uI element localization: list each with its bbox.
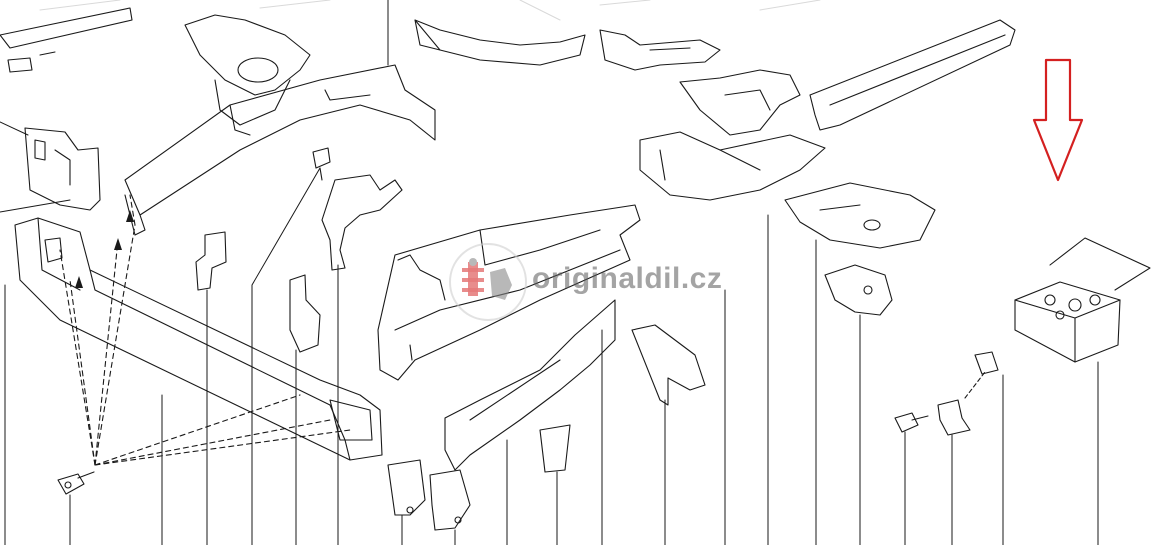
part-plate-right (429, 469, 471, 531)
part-center-frame-rail (377, 204, 641, 381)
part-small-bracket-b (289, 274, 321, 353)
part-bolt-left (57, 471, 95, 495)
assembly-dashed-lines (59, 194, 351, 466)
part-wheelarch-panel-lower (639, 131, 826, 201)
part-bolt-top (312, 147, 331, 181)
watermark-logo-icon (449, 243, 527, 321)
part-wheelarch-panel-top (414, 19, 586, 66)
part-clip-bolt (894, 412, 929, 433)
part-sill-rail (809, 19, 1016, 131)
background-ghost-lines (39, 0, 821, 21)
part-plate-left (387, 459, 426, 516)
part-small-bracket-a (195, 231, 227, 291)
part-gusset (631, 324, 706, 406)
part-clip-nut (974, 351, 999, 375)
part-top-left-rail (0, 7, 133, 73)
reference-leader-lines (0, 0, 1099, 545)
watermark-text: originaldil.cz (532, 262, 723, 295)
part-clip-bracket (937, 399, 971, 436)
assembly-arrowheads (75, 210, 134, 288)
part-front-crossmember (14, 217, 383, 461)
part-front-side-member-upper (124, 14, 436, 236)
part-angle-bracket-center (539, 424, 571, 473)
part-mount-bracket (824, 264, 893, 316)
part-lower-frame-rail (444, 299, 616, 471)
down-arrow-icon (1032, 58, 1084, 182)
clip-arrow-line (964, 371, 986, 399)
part-upper-bracket-a (599, 29, 721, 71)
part-floor-panel (784, 182, 936, 249)
part-hinge-bracket (321, 174, 403, 271)
part-upper-bracket-b (679, 69, 801, 136)
part-left-bracket (24, 127, 101, 211)
part-fastener-kit-box (1014, 237, 1151, 363)
